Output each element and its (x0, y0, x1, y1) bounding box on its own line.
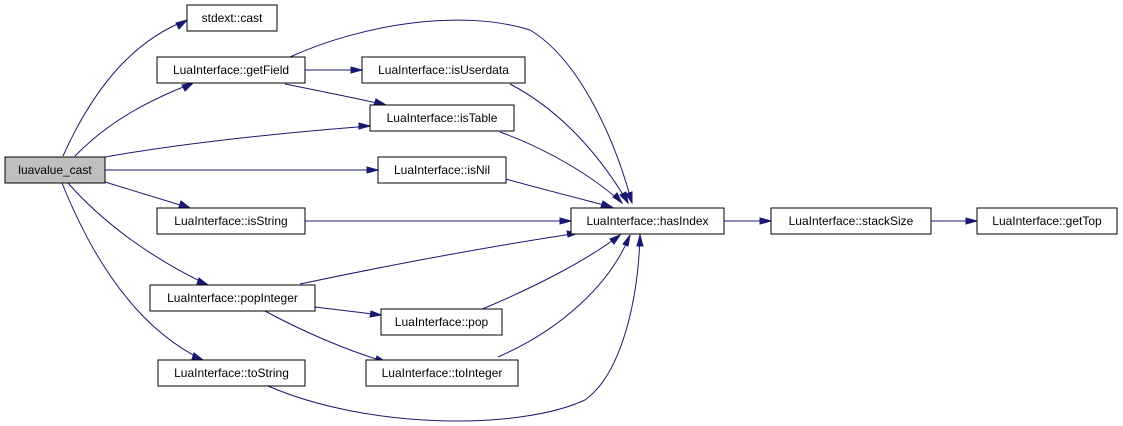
node-pop[interactable]: LuaInterface::pop (380, 308, 503, 336)
edge-luavalue-cast-to-popinteger (67, 182, 209, 286)
node-isuserdata[interactable]: LuaInterface::isUserdata (361, 56, 526, 84)
edge-getfield-to-istable (284, 83, 387, 106)
edge-head-pop-hasindex (609, 233, 622, 245)
node-label: LuaInterface::pop (395, 315, 489, 329)
edge-istable-to-hasindex (499, 131, 623, 204)
edge-head-getfield (181, 82, 195, 92)
edge-luavalue-cast-to-isstring (104, 181, 191, 209)
edge-head-gettop (965, 217, 979, 225)
edge-head-tostring-hasindex (636, 233, 644, 247)
node-popinteger[interactable]: LuaInterface::popInteger (149, 284, 316, 312)
edge-head-istable-hasindex (612, 192, 624, 205)
nodes: luavalue_cast stdext::cast LuaInterface:… (4, 4, 1118, 387)
node-tointeger[interactable]: LuaInterface::toInteger (365, 359, 519, 387)
node-tostring[interactable]: LuaInterface::toString (157, 359, 306, 387)
edge-head-istable (358, 122, 372, 130)
node-hasindex[interactable]: LuaInterface::hasIndex (570, 207, 725, 235)
edge-head-pop (369, 310, 383, 318)
node-label: LuaInterface::toInteger (382, 366, 503, 380)
edge-isnil-to-hasindex (501, 177, 613, 208)
edge-popinteger-to-tointeger (264, 310, 387, 363)
edge-head-isstring-hasindex (559, 217, 573, 225)
node-label: LuaInterface::isNil (394, 163, 490, 177)
node-label: LuaInterface::getField (173, 63, 289, 77)
edge-popinteger-to-hasindex (299, 232, 579, 285)
edge-pop-to-hasindex (479, 234, 621, 311)
edge-luavalue-cast-to-stdext-cast (62, 19, 188, 157)
node-isnil[interactable]: LuaInterface::isNil (377, 156, 507, 184)
edge-tostring-to-hasindex (267, 234, 641, 422)
node-label: LuaInterface::toString (174, 366, 289, 380)
edge-head-isnil (366, 166, 380, 174)
edge-tointeger-to-hasindex (497, 234, 631, 358)
edge-head-isstring (178, 200, 192, 209)
node-stdext-cast[interactable]: stdext::cast (186, 4, 278, 32)
edge-popinteger-to-pop (314, 306, 382, 316)
node-label: LuaInterface::hasIndex (586, 214, 708, 228)
node-label: stdext::cast (202, 11, 263, 25)
node-label: LuaInterface::getTop (992, 214, 1102, 228)
edge-head-tointeger-hasindex (622, 234, 631, 247)
edge-head-getfield-istable (373, 98, 388, 106)
node-gettop[interactable]: LuaInterface::getTop (976, 207, 1118, 235)
edge-isuserdata-to-hasindex (509, 83, 629, 204)
edge-getfield-to-hasindex (289, 19, 633, 204)
edge-head-isuserdata-hasindex (619, 191, 629, 205)
edge-head-popinteger (196, 277, 210, 286)
edge-head-isnil-hasindex (600, 200, 614, 208)
node-label: LuaInterface::isUserdata (378, 63, 509, 77)
edge-head-tostring (191, 352, 205, 361)
node-luavalue-cast[interactable]: luavalue_cast (4, 156, 106, 184)
edge-luavalue-cast-to-istable (104, 125, 371, 158)
edge-luavalue-cast-to-tostring (61, 182, 204, 361)
edge-head-stacksize (759, 217, 773, 225)
edge-head-getfield-hasindex (625, 191, 633, 205)
node-label: LuaInterface::isTable (387, 111, 498, 125)
node-stacksize[interactable]: LuaInterface::stackSize (770, 207, 932, 235)
edge-head-isuserdata (350, 66, 364, 74)
node-label: luavalue_cast (18, 163, 92, 177)
edges (61, 19, 979, 422)
node-istable[interactable]: LuaInterface::isTable (369, 104, 515, 132)
edge-head-stdext-cast (175, 19, 189, 30)
node-isstring[interactable]: LuaInterface::isString (156, 207, 306, 235)
edge-luavalue-cast-to-getfield (74, 82, 194, 157)
node-label: LuaInterface::isString (174, 214, 287, 228)
node-label: LuaInterface::popInteger (167, 291, 298, 305)
node-label: LuaInterface::stackSize (789, 214, 914, 228)
node-getfield[interactable]: LuaInterface::getField (156, 56, 306, 84)
